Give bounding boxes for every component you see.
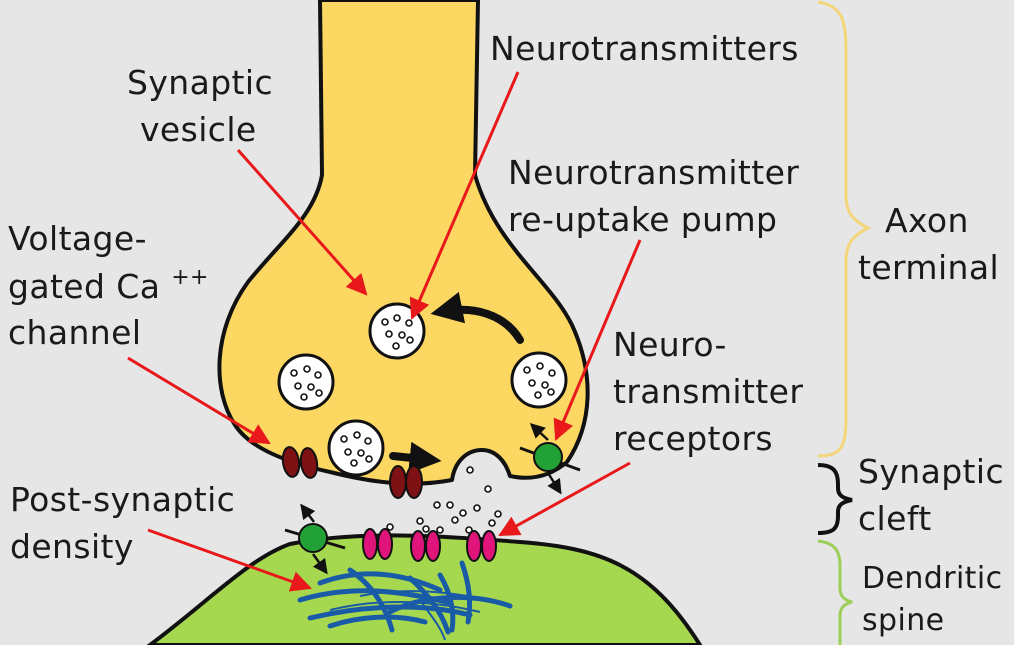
receptor-group-2	[410, 530, 441, 562]
label-synaptic-vesicle: Synaptic vesicle	[127, 63, 284, 149]
label-reuptake-pump: Neurotransmitter re-uptake pump	[508, 153, 810, 239]
arrow-reuptake-pump	[553, 239, 642, 441]
post-synaptic-density-filaments	[297, 560, 513, 635]
synaptic-cleft-bracket	[817, 463, 853, 535]
label-post-synaptic-density: Post-synaptic density	[10, 480, 246, 566]
neurotransmitter-molecules	[386, 466, 502, 534]
label-neurotransmitters: Neurotransmitters	[490, 29, 799, 68]
label-voltage-gated-channel: Voltage- gated Ca ++ channel	[8, 219, 220, 352]
calcium-channel-left	[281, 446, 319, 479]
recycling-arrow	[430, 291, 524, 344]
reuptake-pump-axon	[519, 422, 581, 495]
synaptic-vesicle-left	[277, 353, 335, 411]
arrow-calcium-channel	[127, 356, 271, 445]
pointer-arrows	[127, 71, 642, 592]
synaptic-vesicle-right	[510, 351, 568, 409]
axon-terminal-bracket	[817, 0, 872, 458]
post-synaptic-density-fine-filaments	[329, 590, 491, 641]
label-dendritic-spine: Dendritic spine	[862, 561, 1012, 638]
arrow-neurotransmitters	[409, 71, 520, 320]
arrow-post-synaptic-density	[147, 528, 312, 592]
label-synaptic-cleft: Synaptic cleft	[858, 452, 1014, 538]
dendritic-spine-bracket	[817, 539, 853, 645]
fusion-arrow	[389, 441, 442, 474]
synaptic-vesicle-bottom	[327, 419, 385, 477]
receptor-group-1	[362, 528, 393, 560]
receptor-group-3	[466, 530, 497, 562]
reuptake-pump-dendrite	[284, 503, 346, 575]
label-axon-terminal: Axon terminal	[858, 201, 999, 287]
calcium-channel-center	[389, 465, 423, 499]
arrow-synaptic-vesicle	[236, 149, 368, 296]
arrow-receptors	[498, 461, 631, 537]
label-receptors: Neuro- transmitter receptors	[613, 325, 814, 458]
